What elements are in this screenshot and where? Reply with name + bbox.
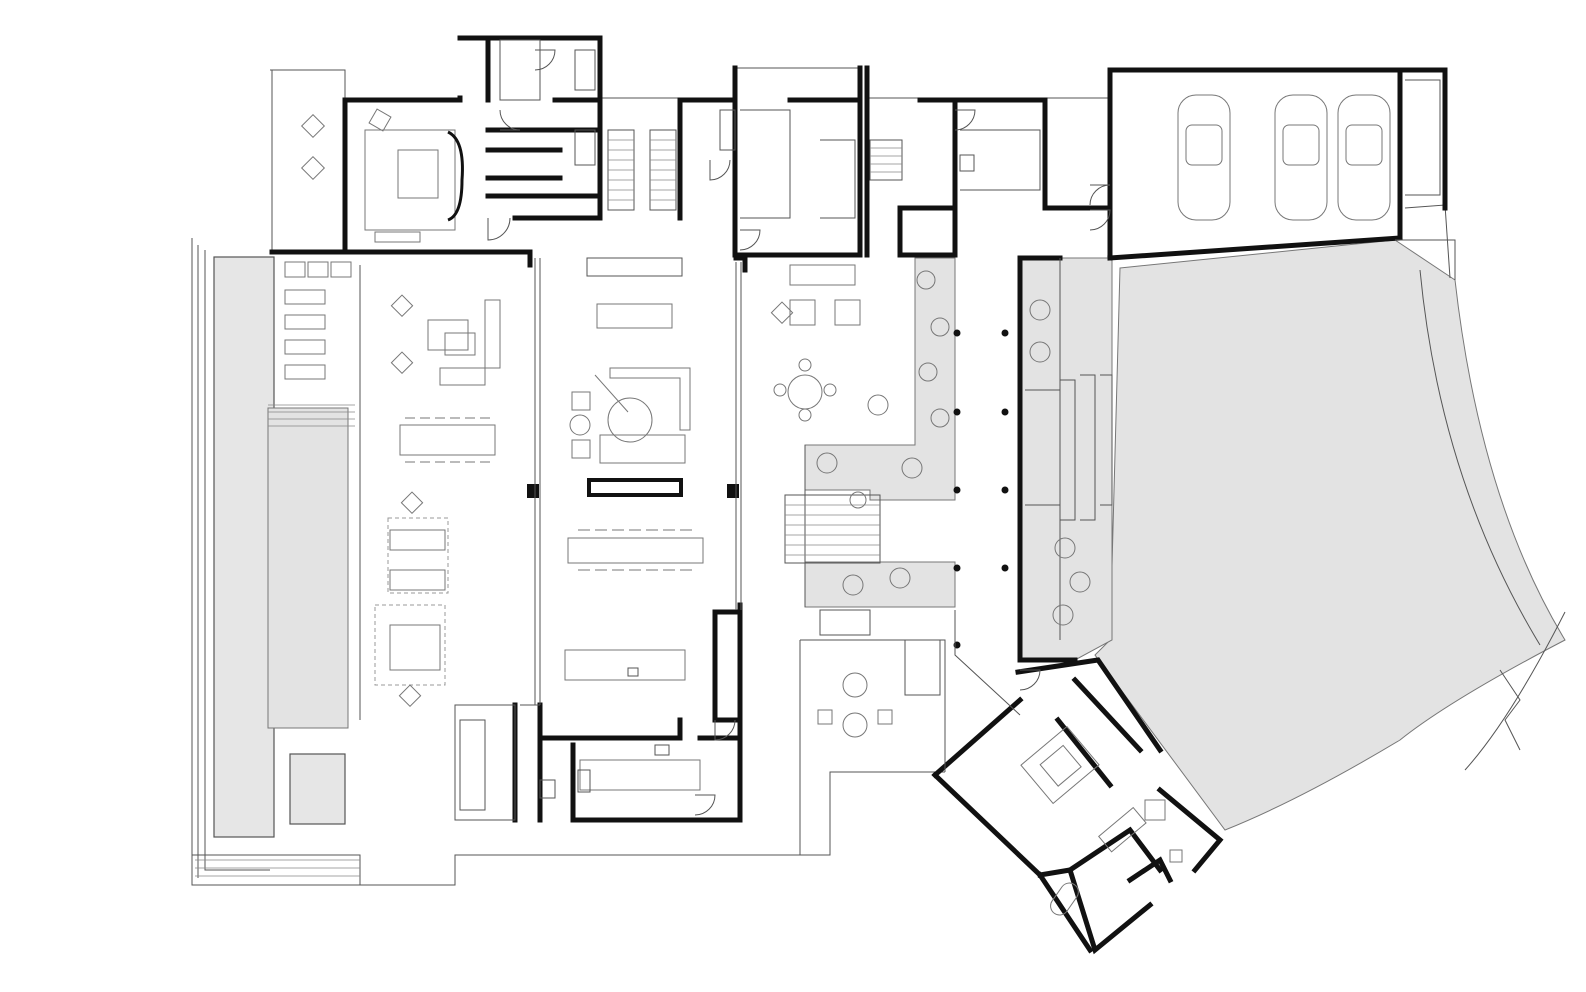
corridor-shade [804, 257, 956, 501]
east-lounge-furniture [770, 264, 893, 738]
corridor-shade-2 [804, 561, 956, 608]
hot-tub [289, 753, 346, 825]
sun-loungers [284, 261, 352, 380]
door-swings [487, 49, 1111, 816]
pool [213, 256, 275, 838]
corridor-columns [953, 329, 1009, 649]
planters [816, 270, 1091, 626]
central-hall-furniture [564, 257, 704, 681]
interior-lines [359, 79, 1441, 855]
garage-cars [1177, 94, 1391, 221]
garden-edge [1395, 239, 1521, 751]
shaded-areas [213, 239, 1566, 838]
garden-lawn [1094, 239, 1566, 831]
walls [269, 35, 1448, 955]
master-bedroom-furniture [300, 108, 464, 243]
service-fixtures [459, 39, 975, 811]
west-living-furniture [374, 294, 501, 708]
guest-suite-furniture [1020, 725, 1183, 916]
pool-deck-shade [267, 407, 349, 729]
stairs [195, 129, 903, 877]
